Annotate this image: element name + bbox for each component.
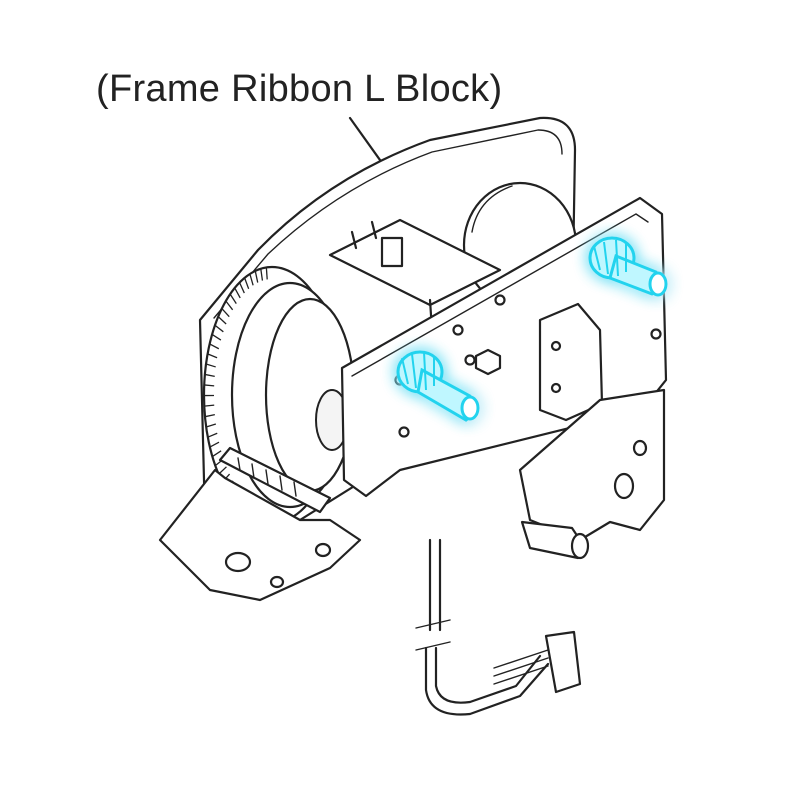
right-bracket (540, 304, 602, 420)
center-post (476, 350, 500, 374)
connector (546, 632, 580, 692)
cable (426, 540, 548, 715)
gear-tooth (266, 267, 267, 279)
diagram-title: (Frame Ribbon L Block) (96, 68, 502, 111)
